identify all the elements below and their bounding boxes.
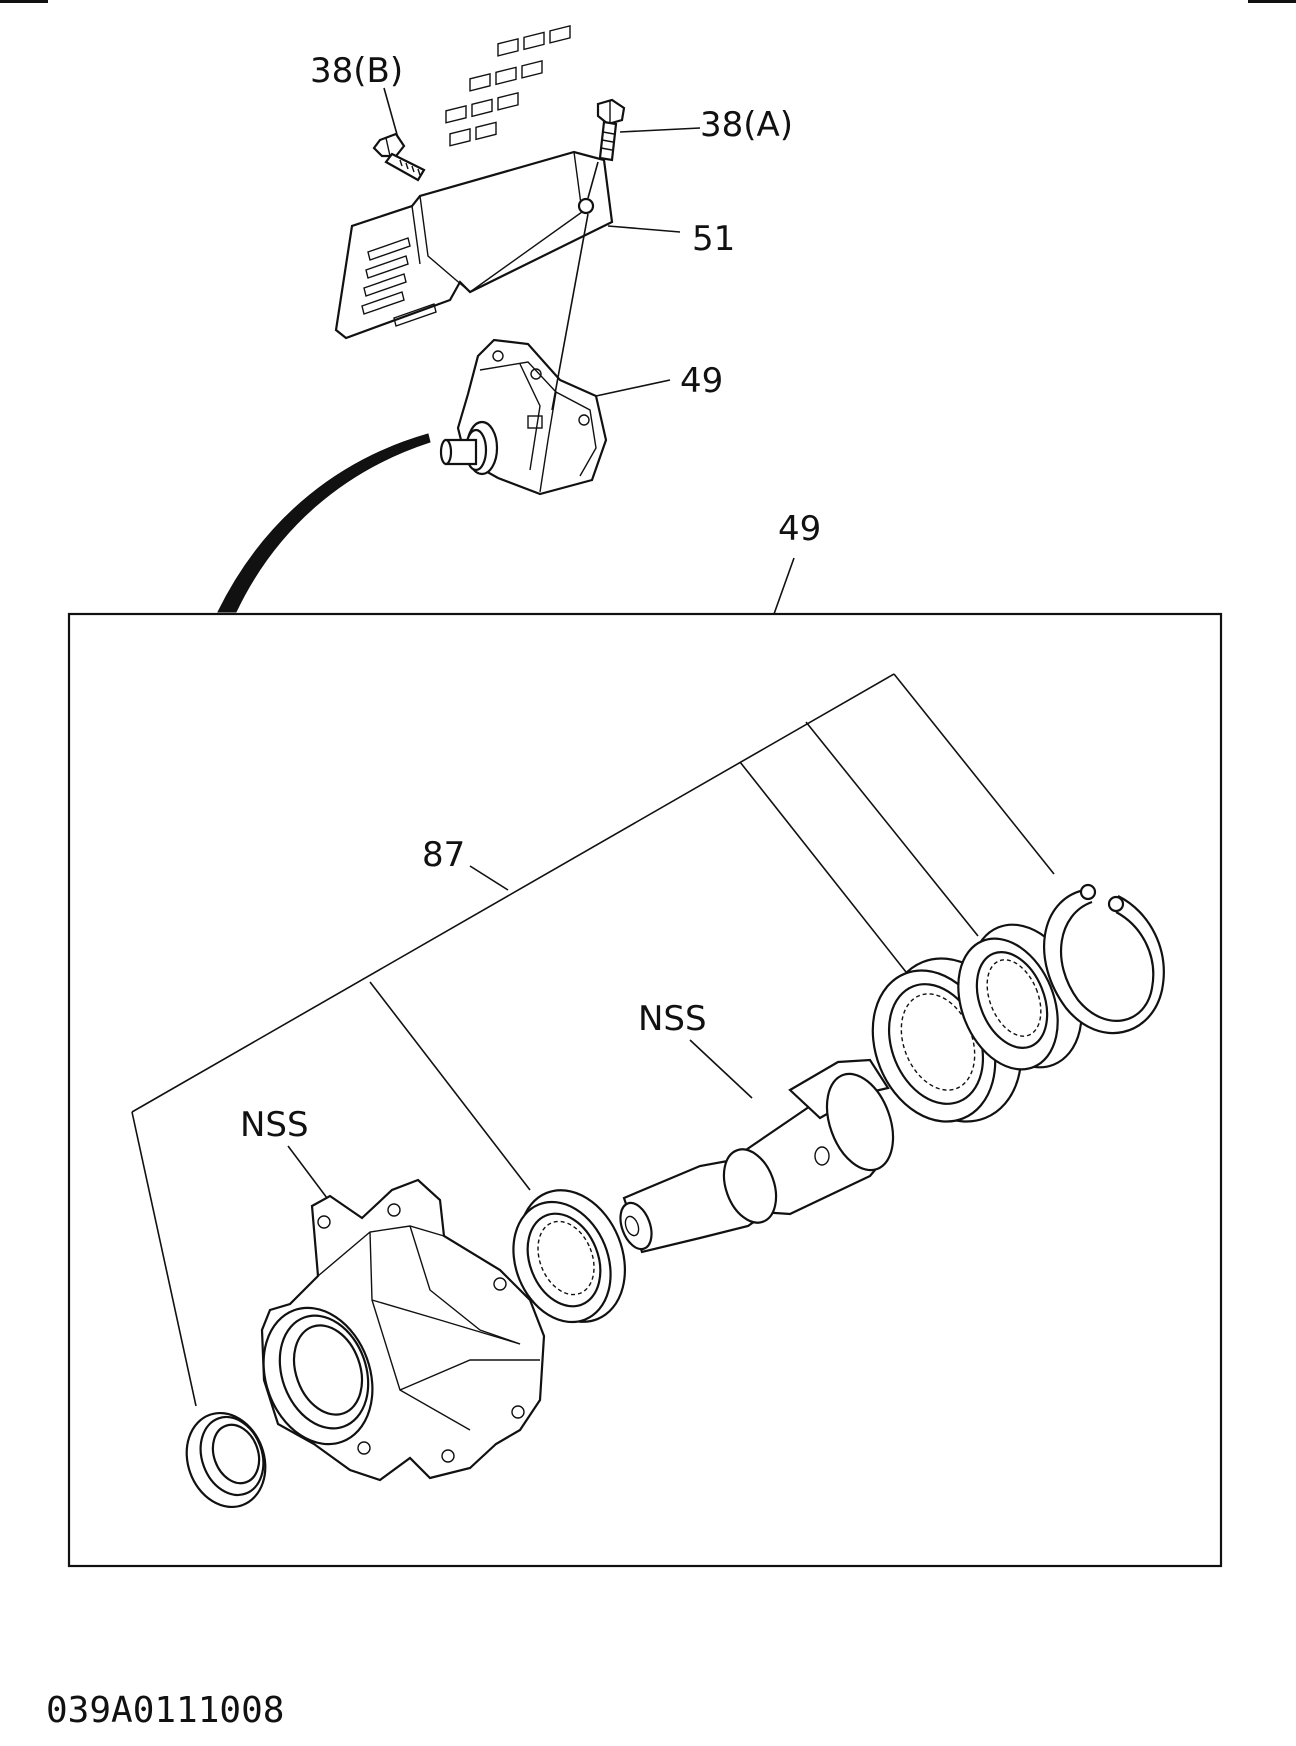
label-49-kit: 49 [778,509,821,549]
label-51: 51 [692,219,735,259]
transfer-housing-icon [260,1178,546,1482]
detail-box [67,612,1223,1568]
kit-leader-line [773,557,795,615]
nss-shaft-leader [689,1039,753,1099]
oil-seal-icon [185,1411,267,1509]
top-leader-lines [383,87,701,411]
housing-assembly-icon [439,338,608,496]
kit-bracket-lines [131,673,1055,1407]
bolt-38a-icon [596,98,626,162]
guard-plate-icon [334,25,614,340]
callout-arrow [217,433,431,613]
bolt-38b-icon [372,132,426,182]
shaft-icon [619,1058,895,1254]
front-bearing-icon [512,1189,626,1324]
nss-housing-leader [287,1145,331,1203]
diagram-code: 039A0111008 [46,1690,284,1731]
label-nss-shaft: NSS [638,999,707,1039]
label-38a: 38(A) [700,105,793,145]
label-38b: 38(B) [310,51,403,91]
label-87: 87 [422,835,465,875]
snap-ring-icon [1043,883,1165,1035]
label-49-housing: 49 [680,361,723,401]
label-nss-housing: NSS [240,1105,309,1145]
